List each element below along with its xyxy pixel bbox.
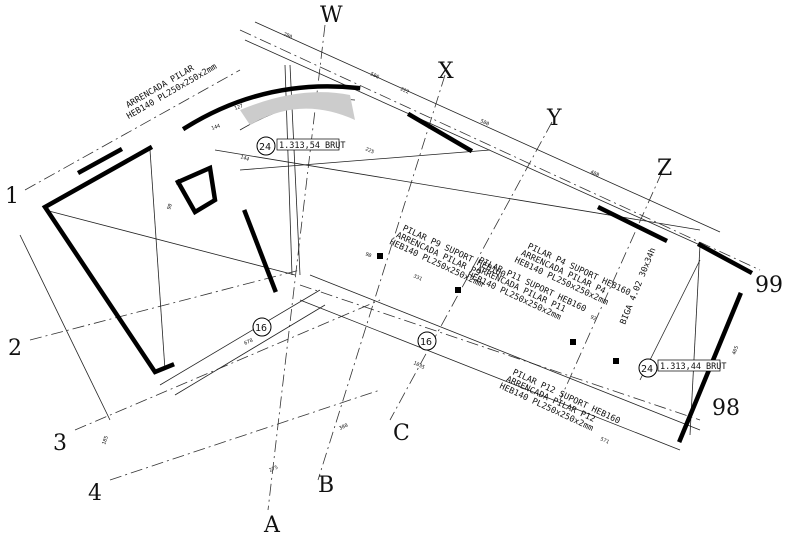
section-marker-24-bottom — [638, 358, 658, 378]
section-marker-24-bottom-label: 24 — [641, 364, 653, 375]
grid-line-w-a — [267, 24, 326, 511]
dim-label: 280 — [282, 31, 293, 40]
section-marker-24-top — [256, 136, 276, 156]
level-upper: 1.313,54 BRUT — [279, 141, 346, 151]
note-arrencada-line2: HEB140 PL250x250x2mm — [125, 62, 219, 122]
grid-line-2 — [29, 269, 301, 341]
grid-line-99 — [239, 29, 761, 271]
dim-label: 144 — [211, 123, 222, 132]
outline-lines — [19, 21, 721, 451]
dim-label: 225 — [364, 146, 375, 155]
dim-label: 405 — [731, 345, 740, 356]
grid-line-3 — [74, 299, 381, 431]
axis-label-z: Z — [657, 156, 672, 181]
axis-label-a: A — [263, 513, 281, 538]
axis-label-c: C — [393, 421, 410, 446]
axis-label-w: W — [320, 3, 343, 28]
shaded-slab — [240, 92, 355, 125]
axis-label-99: 99 — [755, 273, 783, 298]
axis-label-98: 98 — [712, 396, 740, 421]
section-marker-16-mid: 16 — [420, 337, 432, 348]
grid-line-x-b — [317, 74, 446, 481]
dim-label: 380 — [338, 423, 349, 432]
section-marker-16-left: 16 — [255, 323, 267, 334]
column-p12 — [613, 358, 619, 364]
dim-label: 127 — [234, 103, 245, 112]
axis-label-b: B — [318, 473, 334, 498]
dim-label: 678 — [243, 338, 254, 347]
axis-label-1: 1 — [5, 184, 19, 209]
grid-line-1 — [24, 69, 241, 191]
markers: 24 1.313,54 BRUT 24 1.313,44 BRUT 16 16 — [252, 136, 727, 378]
dim-label: 408 — [589, 169, 600, 178]
dim-label: 500 — [479, 118, 490, 127]
column-p4 — [570, 339, 576, 345]
dim-label: 222 — [399, 86, 410, 95]
dimension-labels: 280 506 222 500 408 225 144 144 127 90 9… — [101, 31, 740, 473]
dim-label: 90 — [166, 203, 174, 211]
dim-label: 185 — [101, 435, 110, 446]
grid-line-98 — [299, 284, 701, 421]
dim-label: 92 — [589, 314, 597, 322]
dim-label: 331 — [412, 273, 423, 282]
dim-label: 506 — [369, 71, 380, 80]
dim-label: 571 — [599, 436, 610, 445]
axis-label-3: 3 — [53, 431, 67, 456]
level-lower: 1.313,44 BRUT — [660, 362, 727, 372]
grid-lines — [24, 24, 761, 511]
axis-label-4: 4 — [88, 481, 102, 506]
grid-line-z — [559, 171, 663, 401]
grid-line-4 — [109, 389, 381, 481]
dim-label: 275 — [268, 465, 279, 474]
section-marker-24-top-label: 24 — [259, 142, 271, 153]
axis-label-x: X — [438, 59, 454, 84]
axis-labels: W X Y Z A B C 1 2 3 4 99 98 — [5, 3, 783, 538]
dim-label: 144 — [239, 154, 250, 163]
axis-label-y: Y — [546, 106, 562, 131]
dim-label: 1035 — [412, 360, 425, 371]
axis-label-2: 2 — [8, 336, 22, 361]
column-p11 — [455, 287, 461, 293]
column-p9 — [377, 253, 383, 259]
dim-label: 90 — [364, 251, 372, 259]
